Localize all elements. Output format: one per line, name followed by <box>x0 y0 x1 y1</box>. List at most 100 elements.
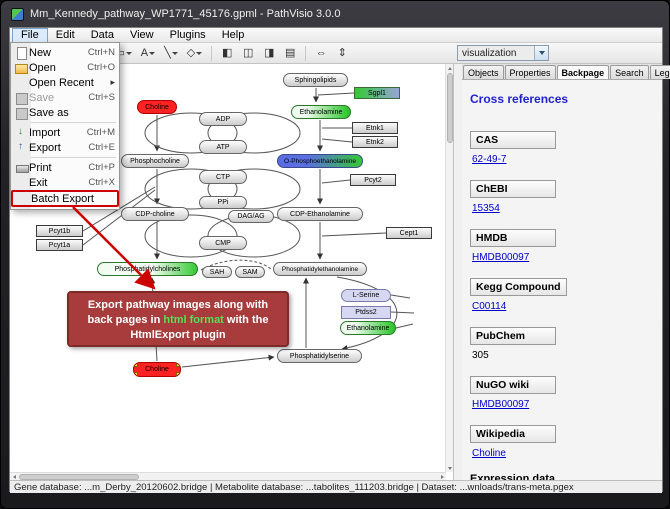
tab-objects[interactable]: Objects <box>463 65 504 79</box>
node-adp[interactable]: ADP <box>199 112 247 126</box>
chevron-down-icon <box>125 51 132 55</box>
app-icon <box>11 7 24 21</box>
node-cdp-ethanolamine[interactable]: CDP-Ethanolamine <box>277 207 363 221</box>
file-menu-item-open[interactable]: Open Ctrl+O <box>11 60 119 75</box>
shape-icon: ◇ <box>186 46 196 59</box>
node-ethanolamine-2[interactable]: Ethanolamine <box>340 321 396 335</box>
tab-legend[interactable]: Legend <box>649 65 670 79</box>
spacer-icon <box>13 177 29 189</box>
import-icon <box>13 126 29 139</box>
file-menu-item-save-as[interactable]: Save as <box>11 105 119 120</box>
selection-handle-icon[interactable] <box>176 372 180 376</box>
match-width-button[interactable]: ⇔ <box>312 45 330 62</box>
node-ethanolamine[interactable]: Ethanolamine <box>291 105 351 119</box>
canvas-vertical-scrollbar[interactable] <box>445 64 453 472</box>
toolbar-separator <box>305 45 307 61</box>
file-menu-item-open-recent[interactable]: Open Recent ▸ <box>11 75 119 90</box>
crossref-link-hmdb[interactable]: HMDB00097 <box>472 252 530 263</box>
printer-icon <box>13 162 29 174</box>
align-right-button[interactable]: ◨ <box>260 45 278 62</box>
match-height-button[interactable]: ⇕ <box>333 45 351 62</box>
node-phosphatidylcholines[interactable]: Phosphatidylcholines <box>97 262 198 276</box>
file-menu-item-exit[interactable]: Exit Ctrl+X <box>11 175 119 190</box>
crossref-section-cas: CAS 62-49-7 <box>470 130 654 167</box>
menu-view[interactable]: View <box>129 28 154 41</box>
node-sgpl1[interactable]: Sgpl1 <box>354 87 400 99</box>
node-sah[interactable]: SAH <box>202 266 232 278</box>
node-choline[interactable]: Choline <box>137 100 177 114</box>
scroll-left-icon[interactable] <box>10 473 18 480</box>
file-menu-item-print[interactable]: Print Ctrl+P <box>11 160 119 175</box>
node-sphingolipids[interactable]: Sphingolipids <box>283 73 348 87</box>
horizontal-scroll-thumb[interactable] <box>19 474 139 480</box>
node-o-phosphoethanolamine[interactable]: O-Phosphoethanolamine <box>277 154 363 168</box>
toolbar-separator <box>211 45 213 61</box>
node-dag[interactable]: DAG/AG <box>228 210 274 223</box>
crossref-value-pubchem: 305 <box>472 350 489 361</box>
node-l-serine[interactable]: L-Serine <box>341 289 391 302</box>
crossref-link-kegg[interactable]: C00114 <box>472 301 507 312</box>
shape-tool-button[interactable]: ◇ <box>184 45 205 62</box>
file-menu-item-export[interactable]: Export Ctrl+E <box>11 140 119 155</box>
crossref-source-label: Wikipedia <box>470 425 556 443</box>
selection-handle-icon[interactable] <box>176 363 180 367</box>
vertical-scroll-thumb[interactable] <box>447 73 453 143</box>
node-sam[interactable]: SAM <box>235 266 265 278</box>
node-choline-selected[interactable]: Choline <box>133 362 181 377</box>
node-pcyt2[interactable]: Pcyt2 <box>350 174 396 186</box>
line-tool-button[interactable]: ╲ <box>161 45 181 62</box>
node-etnk2[interactable]: Etnk2 <box>352 136 398 148</box>
scroll-right-icon[interactable] <box>438 473 446 480</box>
label-tool-button[interactable]: A <box>138 45 158 62</box>
crossref-section-kegg: Kegg Compound C00114 <box>470 277 654 314</box>
tab-properties[interactable]: Properties <box>504 65 556 79</box>
menu-help[interactable]: Help <box>221 28 245 41</box>
menu-data[interactable]: Data <box>90 28 114 41</box>
scroll-down-icon[interactable] <box>446 464 453 472</box>
node-atp[interactable]: ATP <box>199 140 247 154</box>
scroll-up-icon[interactable] <box>446 64 453 72</box>
node-cept1[interactable]: Cept1 <box>386 227 432 239</box>
node-ctp[interactable]: CTP <box>199 170 247 184</box>
node-cdp-choline[interactable]: CDP-choline <box>121 207 189 221</box>
node-phosphatidylethanolamine[interactable]: Phosphatidylethanolamine <box>273 262 367 276</box>
align-center-button[interactable]: ◫ <box>239 45 257 62</box>
line-icon: ╲ <box>164 46 171 59</box>
crossref-link-wikipedia[interactable]: Choline <box>472 448 506 459</box>
tab-search[interactable]: Search <box>610 65 649 79</box>
node-pcyt1b[interactable]: Pcyt1b <box>36 225 83 237</box>
align-stack-button[interactable]: ▤ <box>281 45 299 62</box>
visualization-combobox[interactable]: visualization <box>457 45 549 61</box>
align-left-button[interactable]: ◧ <box>218 45 236 62</box>
file-menu-item-batch-export[interactable]: Batch Export <box>11 190 119 207</box>
file-menu-item-import[interactable]: Import Ctrl+M <box>11 125 119 140</box>
node-etnk1[interactable]: Etnk1 <box>352 122 398 134</box>
crossref-link-cas[interactable]: 62-49-7 <box>472 154 507 165</box>
tab-backpage[interactable]: Backpage <box>556 65 610 79</box>
node-phosphatidylserine[interactable]: Phosphatidylserine <box>277 349 362 363</box>
canvas-horizontal-scrollbar[interactable] <box>10 472 446 480</box>
backpage-panel: Cross references CAS 62-49-7 ChEBI 15354… <box>462 80 662 485</box>
selection-handle-icon[interactable] <box>134 372 138 376</box>
menu-file[interactable]: File <box>12 27 48 43</box>
window-title: Mm_Kennedy_pathway_WP1771_45176.gpml - P… <box>30 8 341 20</box>
crossref-source-label: NuGO wiki <box>470 376 556 394</box>
menu-plugins[interactable]: Plugins <box>169 28 206 41</box>
node-pcyt1a[interactable]: Pcyt1a <box>36 239 83 251</box>
node-ptdss2[interactable]: Ptdss2 <box>341 306 391 319</box>
file-menu-item-new[interactable]: New Ctrl+N <box>11 45 119 60</box>
application-window: File Edit Data View Plugins Help Zoom: 1… <box>9 27 670 493</box>
menubar: File Edit Data View Plugins Help <box>10 27 662 43</box>
chevron-down-icon <box>196 51 203 55</box>
node-ppi[interactable]: PPi <box>199 196 247 209</box>
crossref-source-label: CAS <box>470 131 556 149</box>
crossref-link-nugo[interactable]: HMDB00097 <box>472 399 530 410</box>
node-cmp[interactable]: CMP <box>199 236 247 250</box>
selection-handle-icon[interactable] <box>134 363 138 367</box>
crossref-link-chebi[interactable]: 15354 <box>472 203 500 214</box>
visualization-dropdown-button[interactable] <box>534 46 548 60</box>
menu-edit[interactable]: Edit <box>55 28 75 41</box>
node-phosphocholine[interactable]: Phosphocholine <box>121 154 189 168</box>
match-height-icon: ⇕ <box>337 46 347 59</box>
